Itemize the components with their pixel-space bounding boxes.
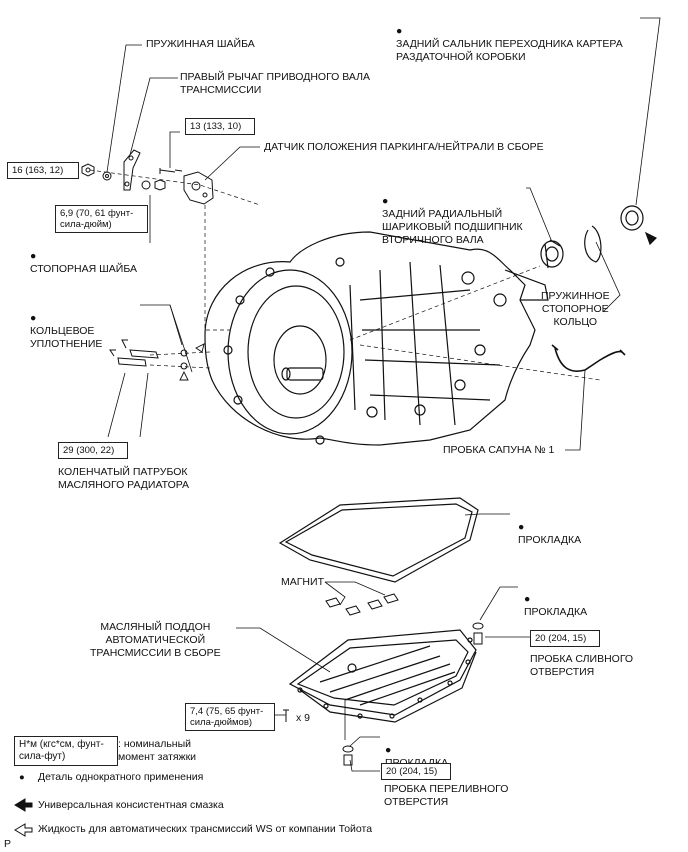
right-parts [540, 205, 658, 269]
label-rear-seal-text: ЗАДНИЙ САЛЬНИК ПЕРЕХОДНИКА КАРТЕРА РАЗДА… [396, 38, 623, 63]
label-gasket-drain: ● ПРОКЛАДКА [524, 580, 587, 619]
corner-mark: P [4, 838, 12, 850]
pan-gasket [278, 497, 479, 583]
label-bolt-count: x 9 [296, 712, 311, 724]
label-rear-bearing: ● ЗАДНИЙ РАДИАЛЬНЫЙ ШАРИКОВЫЙ ПОДШИПНИК … [382, 182, 523, 247]
non-reusable-bullet: ● [382, 195, 389, 207]
label-gasket-top-text: ПРОКЛАДКА [518, 534, 582, 546]
label-o-ring-text: КОЛЬЦЕВОЕ УПЛОТНЕНИЕ [30, 325, 103, 350]
cooler-unions [109, 339, 205, 381]
non-reusable-bullet: ● [396, 25, 403, 37]
label-shift-lever: ПРАВЫЙ РЫЧАГ ПРИВОДНОГО ВАЛА ТРАНСМИССИИ [180, 71, 371, 96]
legend-atf-text: Жидкость для автоматических трансмиссий … [38, 823, 373, 835]
torque-box-16: 16 (163, 12) [7, 162, 79, 179]
non-reusable-bullet: ● [524, 593, 531, 605]
torque-box-20-overflow: 20 (204, 15) [381, 763, 451, 780]
label-lock-washer: ● СТОПОРНАЯ ШАЙБА [30, 237, 137, 276]
legend-symbols [14, 798, 33, 837]
legend-grease-text: Универсальная консистентная смазка [38, 799, 224, 811]
label-cooler-union: КОЛЕНЧАТЫЙ ПАТРУБОК МАСЛЯНОГО РАДИАТОРА [58, 466, 190, 491]
label-breather-plug: ПРОБКА САПУНА № 1 [443, 444, 555, 456]
torque-box-6-9: 6,9 (70, 61 фунт- сила-дюйм) [55, 205, 148, 233]
transmission-case [204, 231, 549, 446]
oil-pan [288, 629, 477, 723]
label-drain-plug: ПРОБКА СЛИВНОГО ОТВЕРСТИЯ [530, 653, 634, 678]
torque-box-13: 13 (133, 10) [185, 118, 255, 135]
non-reusable-bullet: ● [30, 250, 37, 262]
label-rear-bearing-text: ЗАДНИЙ РАДИАЛЬНЫЙ ШАРИКОВЫЙ ПОДШИПНИК ВТ… [382, 208, 523, 246]
label-overflow-plug: ПРОБКА ПЕРЕЛИВНОГО ОТВЕРСТИЯ [384, 783, 509, 808]
magnets [325, 593, 399, 616]
non-reusable-bullet: ● [385, 744, 392, 756]
legend-non-reusable-bullet: ● [19, 772, 25, 783]
legend-unit-description: : номинальный момент затяжки [118, 738, 197, 763]
plug-parts [283, 622, 484, 766]
label-magnet: МАГНИТ [281, 576, 324, 588]
leader-lines [106, 17, 661, 772]
label-oil-pan: МАСЛЯНЫЙ ПОДДОН АВТОМАТИЧЕСКОЙ ТРАНСМИСС… [90, 621, 221, 659]
breather-pipe [551, 344, 626, 372]
assembly-dashed-lines [89, 169, 601, 381]
label-gasket-drain-text: ПРОКЛАДКА [524, 606, 588, 618]
torque-box-7-4: 7,4 (75, 65 фунт- сила-дюймов) [185, 703, 275, 731]
legend-unit-box: Н*м (кгс*см, фунт- сила-фут) [14, 736, 118, 766]
torque-box-20-drain: 20 (204, 15) [530, 630, 600, 647]
torque-box-29: 29 (300, 22) [58, 442, 128, 459]
top-left-parts [81, 149, 214, 205]
label-rear-seal: ● ЗАДНИЙ САЛЬНИК ПЕРЕХОДНИКА КАРТЕРА РАЗ… [396, 12, 623, 64]
label-o-ring: ● КОЛЬЦЕВОЕ УПЛОТНЕНИЕ [30, 299, 102, 351]
label-gasket-top: ● ПРОКЛАДКА [518, 508, 581, 547]
non-reusable-bullet: ● [518, 521, 525, 533]
label-lock-washer-text: СТОПОРНАЯ ШАЙБА [30, 263, 137, 275]
legend-non-reusable-text: Деталь однократного применения [38, 771, 204, 783]
label-spring-washer: ПРУЖИННАЯ ШАЙБА [146, 38, 255, 50]
label-snap-ring: ПРУЖИННОЕ СТОПОРНОЕ КОЛЬЦО [541, 290, 610, 328]
non-reusable-bullet: ● [30, 312, 37, 324]
label-park-neutral-sensor: ДАТЧИК ПОЛОЖЕНИЯ ПАРКИНГА/НЕЙТРАЛИ В СБО… [264, 141, 544, 153]
